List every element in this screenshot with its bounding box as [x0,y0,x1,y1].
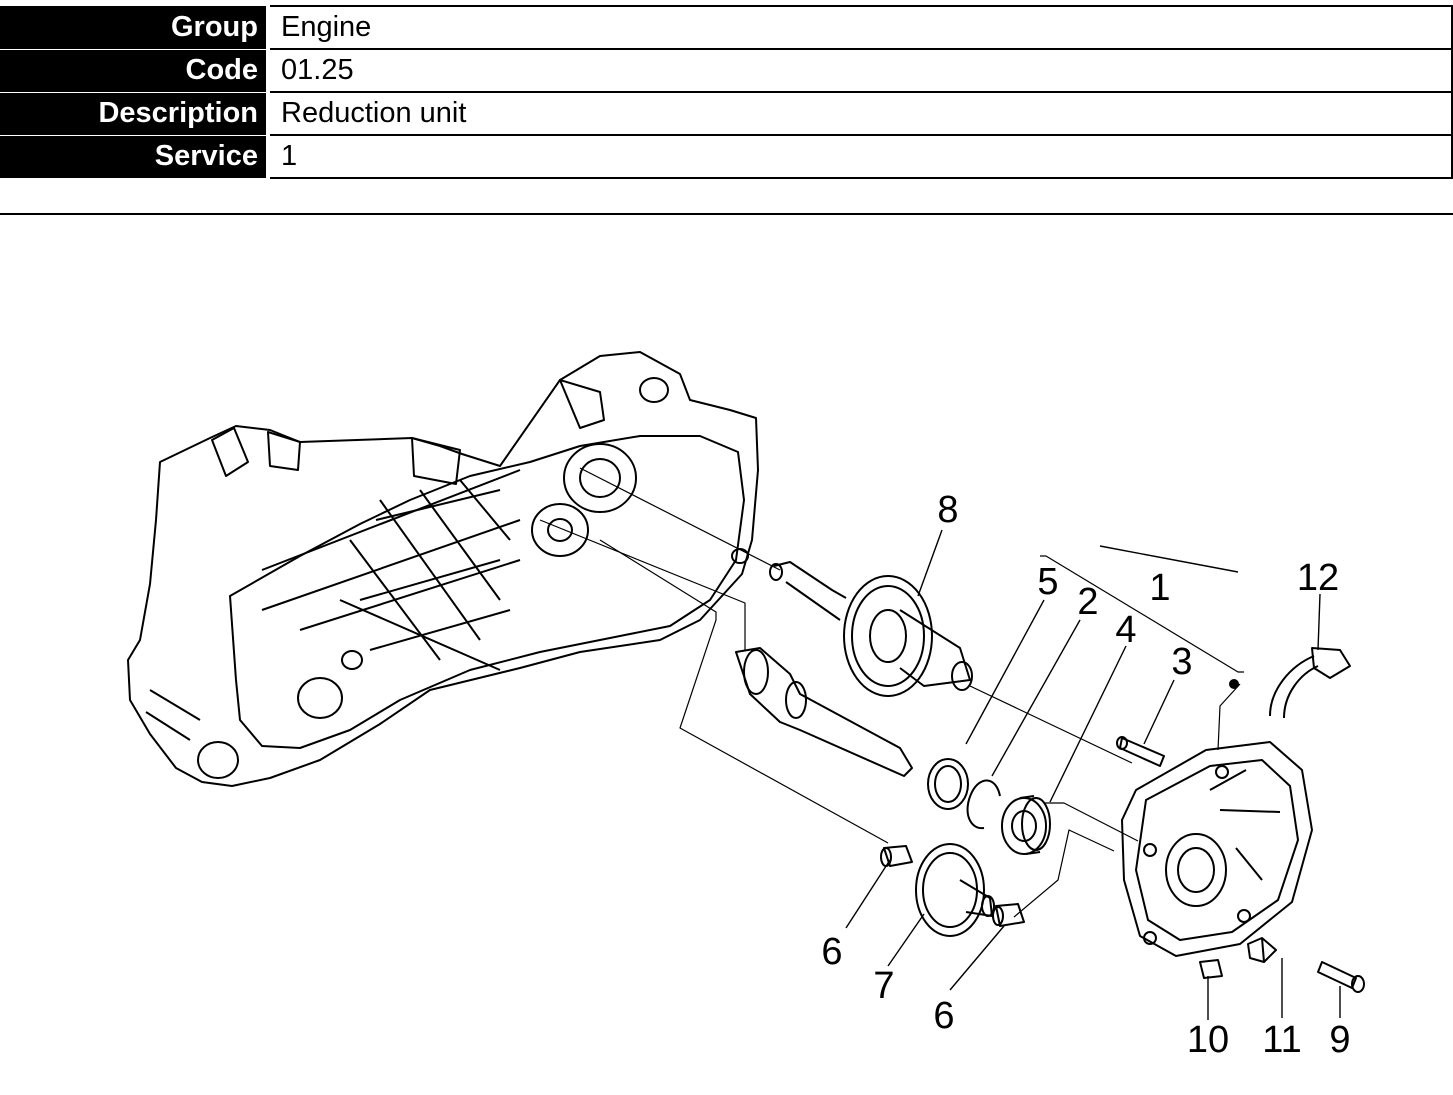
drive-shaft [735,647,913,777]
part-6-bushing-b [992,903,1025,927]
part-8-gear-shaft [769,561,973,697]
part-7-gear [915,843,995,937]
callout-labels: 8 5 2 1 4 3 12 6 7 6 10 11 9 [821,489,1350,1061]
description-row: Description Reduction unit [0,91,1453,136]
description-value: Reduction unit [266,91,1453,135]
description-label: Description [0,92,268,136]
part-11-clip [1247,937,1277,963]
callout-9: 9 [1329,1019,1350,1061]
part-5-ring [927,758,969,810]
callout-6a: 6 [821,931,842,973]
callout-7: 7 [873,965,894,1007]
callout-6b: 6 [933,995,954,1037]
callout-1: 1 [1149,567,1170,609]
group-row: Group Engine [0,5,1453,50]
service-label: Service [0,135,268,179]
part-10-dowel [1199,959,1223,979]
group-value: Engine [266,5,1453,49]
part-2-snap-ring [966,779,1001,830]
service-row: Service 1 [0,134,1453,179]
header-separator [0,213,1453,215]
callout-5: 5 [1037,561,1058,603]
callout-leaders [845,529,1341,1020]
code-value: 01.25 [266,48,1453,92]
code-row: Code 01.25 [0,48,1453,93]
part-9-screw [1317,961,1365,993]
part-12-hose [1269,647,1351,719]
callout-11: 11 [1262,1019,1301,1061]
crankcase-housing [127,351,759,787]
part-6-bushing-a [880,845,913,867]
callout-12: 12 [1297,557,1339,599]
part-3-pin [1116,736,1165,767]
callout-8: 8 [937,489,958,531]
group-label: Group [0,6,268,50]
part-4-bearing [1001,795,1051,855]
callout-3: 3 [1171,641,1192,683]
assembly-lines [539,467,1244,918]
service-value: 1 [266,134,1453,179]
part-1-cover [1121,741,1313,957]
code-label: Code [0,49,268,93]
part-info-table: Group Engine Code 01.25 Description Redu… [0,5,1453,179]
callout-4: 4 [1115,609,1136,651]
callout-10: 10 [1187,1019,1229,1061]
callout-2: 2 [1077,581,1098,623]
